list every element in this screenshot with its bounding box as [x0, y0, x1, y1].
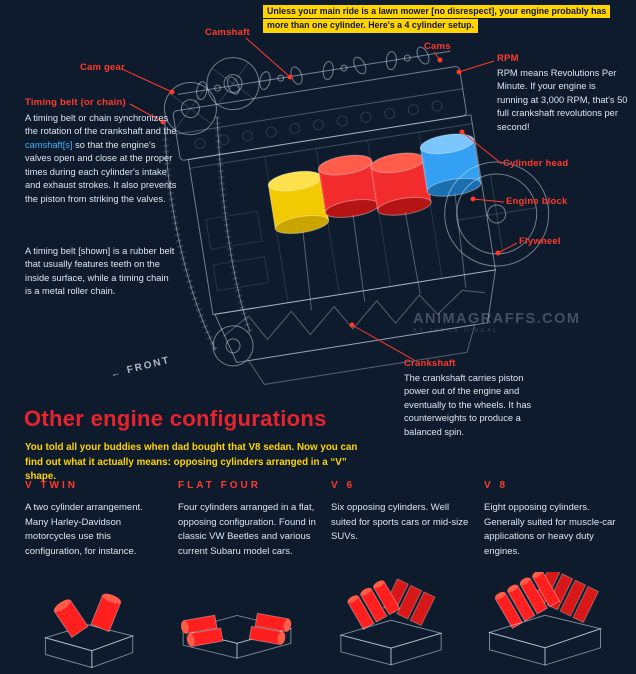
intro-line-1: Unless your main ride is a lawn mower [n… — [263, 5, 611, 19]
config-name: V 6 — [331, 480, 356, 491]
config-column-flatfour: FLAT FOUR Four cylinders arranged in a f… — [178, 480, 316, 560]
configurations-title: Other engine configurations — [24, 406, 327, 431]
piston-blue — [419, 133, 482, 288]
crankshaft-shape — [223, 289, 485, 341]
piston-yellow — [267, 170, 330, 311]
config-name: FLAT FOUR — [178, 480, 261, 491]
config-description: Six opposing cylinders. Well suited for … — [331, 502, 469, 543]
v-twin-illustration — [43, 593, 135, 669]
intro-callout: Unless your main ride is a lawn mower [n… — [263, 5, 611, 34]
config-description: Eight opposing cylinders. Generally suit… — [484, 502, 616, 558]
config-description: Four cylinders arranged in a flat, oppos… — [178, 502, 316, 558]
watermark-byline: BY JACOB O'NEAL — [413, 328, 499, 334]
rpm-title: RPM — [497, 53, 519, 64]
v8-illustration — [487, 572, 603, 666]
flywheel-shape — [444, 161, 550, 267]
timing-belt-paragraph-2: A timing belt [shown] is a rubber belt t… — [25, 246, 175, 297]
camshaft-link[interactable]: camshaft[s] — [25, 139, 73, 150]
intro-line-2: more than one cylinder. Here's a 4 cylin… — [263, 19, 478, 33]
label-camshaft: Camshaft — [205, 27, 250, 38]
piston-red-2 — [370, 152, 432, 295]
label-engine-block: Engine block — [506, 196, 568, 207]
configurations-intro: You told all your buddies when dad bough… — [25, 442, 358, 483]
label-cylinder-head: Cylinder head — [503, 158, 569, 169]
crankshaft-body: The crankshaft carries piston power out … — [404, 373, 532, 437]
piston-red-1 — [317, 154, 380, 302]
watermark: ANIMAGRAFFS.COM BY JACOB O'NEAL — [413, 311, 581, 334]
config-column-v6: V 6 Six opposing cylinders. Well suited … — [331, 480, 469, 545]
config-description: A two cylinder arrangement. Many Harley-… — [25, 502, 143, 558]
label-cam-gear: Cam gear — [80, 62, 125, 73]
timing-belt-text-pre: A timing belt or chain synchronizes the … — [25, 113, 177, 137]
config-name: V TWIN — [25, 480, 78, 491]
label-flywheel: Flywheel — [519, 236, 561, 247]
leader-lines — [121, 37, 518, 361]
timing-belt-text-post: so that the engine's valves open and clo… — [25, 139, 177, 204]
timing-belt-shape — [162, 116, 254, 367]
config-column-vtwin: V TWIN A two cylinder arrangement. Many … — [25, 480, 163, 560]
config-column-v8: V 8 Eight opposing cylinders. Generally … — [484, 480, 622, 560]
label-cams: Cams — [424, 41, 451, 52]
watermark-site: ANIMAGRAFFS.COM — [413, 311, 581, 327]
cam-gear-shape — [163, 57, 260, 136]
rpm-body: RPM means Revolutions Per Minute. If you… — [497, 68, 628, 132]
timing-belt-title: Timing belt (or chain) — [25, 97, 126, 108]
flat-four-illustration — [180, 612, 293, 659]
crankshaft-title: Crankshaft — [404, 358, 456, 369]
timing-belt-paragraph-1: A timing belt or chain synchronizes the … — [25, 112, 177, 206]
config-name: V 8 — [484, 480, 509, 491]
v6-illustration — [339, 578, 443, 666]
